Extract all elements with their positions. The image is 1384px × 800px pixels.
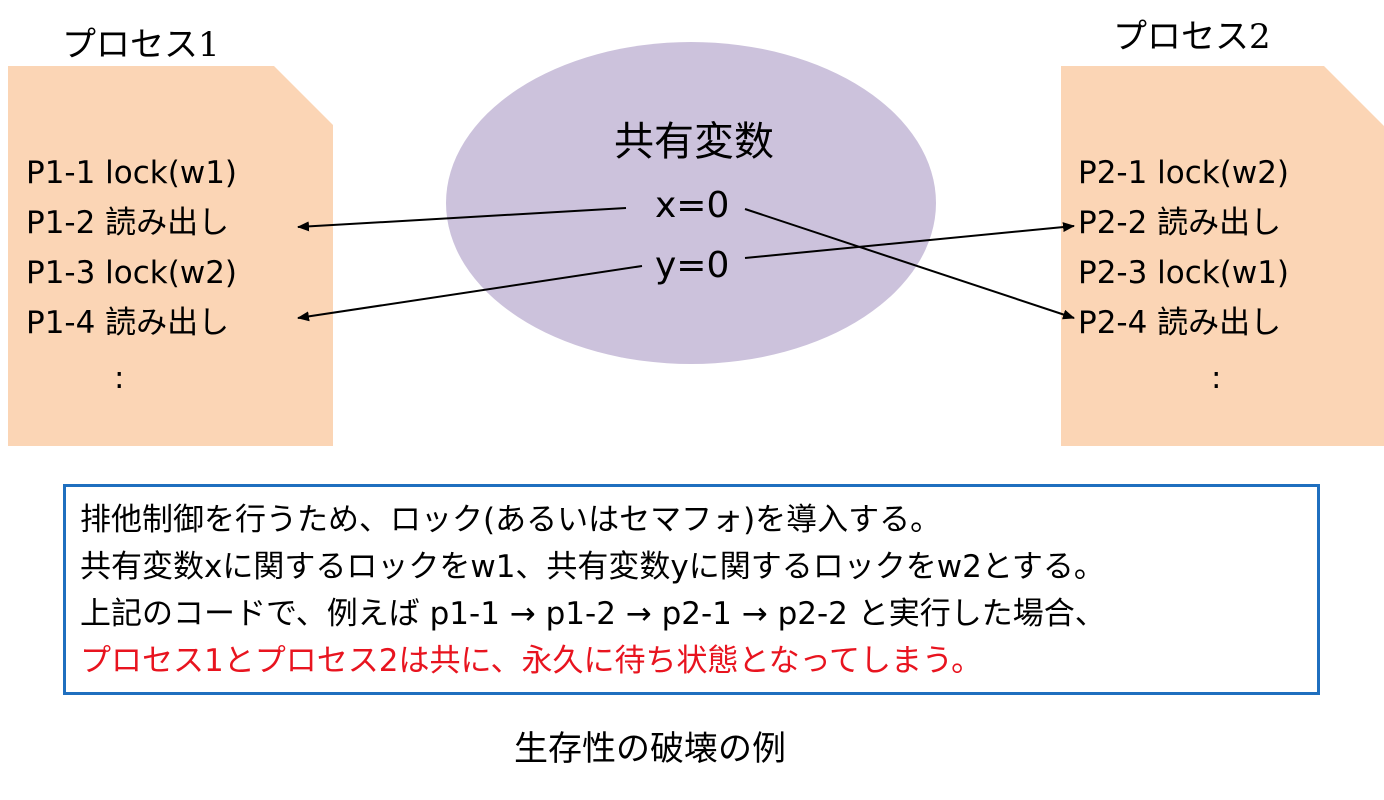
process2-line-4: P2-4 読み出し	[1078, 305, 1282, 341]
shared-variables-title: 共有変数	[614, 119, 774, 165]
process2-title: プロセス2	[1113, 17, 1271, 57]
process2-line-1: P2-1 lock(w2)	[1078, 155, 1290, 191]
process1-code: P1-1 lock(w1) P1-2 読み出し P1-3 lock(w2) P1…	[26, 148, 237, 348]
process1-line-3: P1-3 lock(w2)	[26, 255, 238, 291]
explanation-line-1: 排他制御を行うため、ロック(あるいはセマフォ)を導入する。	[80, 502, 942, 538]
process1-title: プロセス1	[62, 25, 220, 65]
process1-line-1: P1-1 lock(w1)	[26, 155, 238, 191]
process1-document	[8, 66, 333, 446]
figure-caption: 生存性の破壊の例	[514, 729, 786, 769]
explanation-line-2: 共有変数xに関するロックをw1、共有変数yに関するロックをw2とする。	[80, 549, 1105, 585]
process2-line-2: P2-2 読み出し	[1078, 205, 1282, 241]
process1-line-4: P1-4 読み出し	[26, 305, 230, 341]
process2-line-3: P2-3 lock(w1)	[1078, 255, 1290, 291]
process1-continuation: :	[114, 360, 125, 396]
process2-code: P2-1 lock(w2) P2-2 読み出し P2-3 lock(w1) P2…	[1078, 148, 1289, 348]
process2-document-shape	[1061, 66, 1384, 446]
process2-continuation: :	[1211, 360, 1222, 396]
shared-variable-y: y=0	[655, 245, 730, 286]
explanation-line-3: 上記のコードで、例えば p1-1 → p1-2 → p2-1 → p2-2 と実…	[80, 596, 1106, 632]
process1-line-2: P1-2 読み出し	[26, 205, 230, 241]
process1-document-shape	[8, 66, 333, 446]
explanation-warning: プロセス1とプロセス2は共に、永久に待ち状態となってしまう。	[80, 643, 983, 679]
process2-document	[1061, 66, 1384, 446]
shared-variable-x: x=0	[655, 185, 730, 226]
explanation-box: 排他制御を行うため、ロック(あるいはセマフォ)を導入する。 共有変数xに関するロ…	[63, 484, 1320, 695]
